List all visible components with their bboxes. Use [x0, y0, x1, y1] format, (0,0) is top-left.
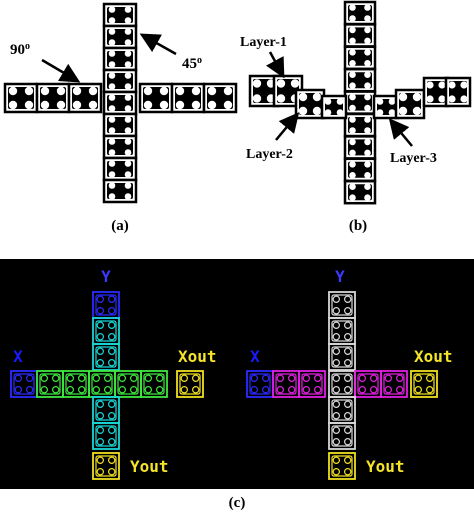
b-vertical-cell: [343, 23, 377, 48]
b-vertical-cell: [343, 67, 377, 93]
layer1-label: Layer-1: [240, 35, 287, 50]
a-horizontal-cell: [3, 82, 39, 114]
b-layer2-cell: [294, 88, 326, 120]
b-upper-cell: [422, 76, 450, 108]
c-right-xout-cell: [410, 370, 438, 398]
c-left-vertical-cell: [92, 422, 120, 450]
c-right-x-label: X: [250, 347, 260, 366]
arrow-layer3: [388, 118, 413, 147]
panel-b: [248, 0, 472, 205]
arrow-layer2: [275, 112, 300, 141]
b-vertical-cell: [343, 112, 377, 138]
arrow-45: [139, 33, 177, 56]
c-right-vertical-cell: [328, 422, 356, 450]
b-layer3-cell: [394, 88, 426, 120]
b-layer3-cell: [372, 94, 400, 120]
c-right-horizontal-cell: [298, 370, 326, 398]
c-left-yout-label: Yout: [130, 457, 169, 476]
b-vertical-cell: [343, 135, 377, 160]
panel-c: [10, 291, 438, 480]
a-vertical-cell: [102, 178, 138, 204]
a-vertical-cell: [102, 90, 138, 116]
c-right-yout-cell: [328, 452, 356, 480]
c-right-xout-label: Xout: [414, 347, 453, 366]
c-left-y-input-cell: [92, 291, 120, 319]
c-left-xout-label: Xout: [178, 347, 217, 366]
a-horizontal-cell: [138, 82, 174, 114]
panel-a: [3, 2, 238, 204]
angle-45-label: 45o: [182, 55, 202, 72]
a-vertical-cell: [102, 156, 138, 182]
c-left-horizontal-cell: [140, 370, 168, 398]
a-horizontal-cell: [35, 82, 71, 114]
c-left-x-label: X: [13, 347, 23, 366]
c-left-y-label: Y: [101, 267, 111, 286]
c-right-y-label: Y: [335, 267, 345, 286]
arrow-layer1: [266, 51, 285, 79]
layer3-label: Layer-3: [390, 151, 437, 166]
a-vertical-cell: [102, 46, 138, 72]
caption-a: (a): [111, 218, 129, 234]
caption-c: (c): [229, 495, 246, 511]
c-left-vertical-cell: [92, 396, 120, 424]
c-right-vertical-cell: [328, 343, 356, 371]
b-layer1-cell: [272, 74, 304, 108]
a-vertical-cell: [102, 134, 138, 160]
a-horizontal-cell: [202, 82, 238, 114]
b-vertical-cell: [343, 45, 377, 71]
c-left-xout-cell: [176, 370, 204, 398]
a-horizontal-cell: [67, 82, 103, 114]
b-vertical-cell: [343, 0, 377, 26]
a-vertical-cell: [102, 24, 138, 50]
layer2-label: Layer-2: [246, 147, 293, 162]
b-vertical-cell: [343, 157, 377, 183]
a-vertical-cell: [102, 68, 138, 94]
c-right-horizontal-cell: [380, 370, 408, 398]
arrow-90: [41, 58, 81, 83]
a-vertical-cell: [102, 2, 138, 28]
caption-b: (b): [349, 218, 367, 234]
b-upper-cell: [444, 76, 472, 108]
c-left-yout-cell: [92, 452, 120, 480]
c-right-yout-label: Yout: [366, 457, 405, 476]
b-layer2-cell: [320, 94, 348, 120]
a-vertical-cell: [102, 112, 138, 138]
a-horizontal-cell: [170, 82, 206, 114]
b-vertical-cell: [343, 90, 377, 115]
angle-90-label: 90o: [10, 41, 30, 58]
b-vertical-cell: [343, 179, 377, 205]
c-left-vertical-cell: [92, 343, 120, 371]
